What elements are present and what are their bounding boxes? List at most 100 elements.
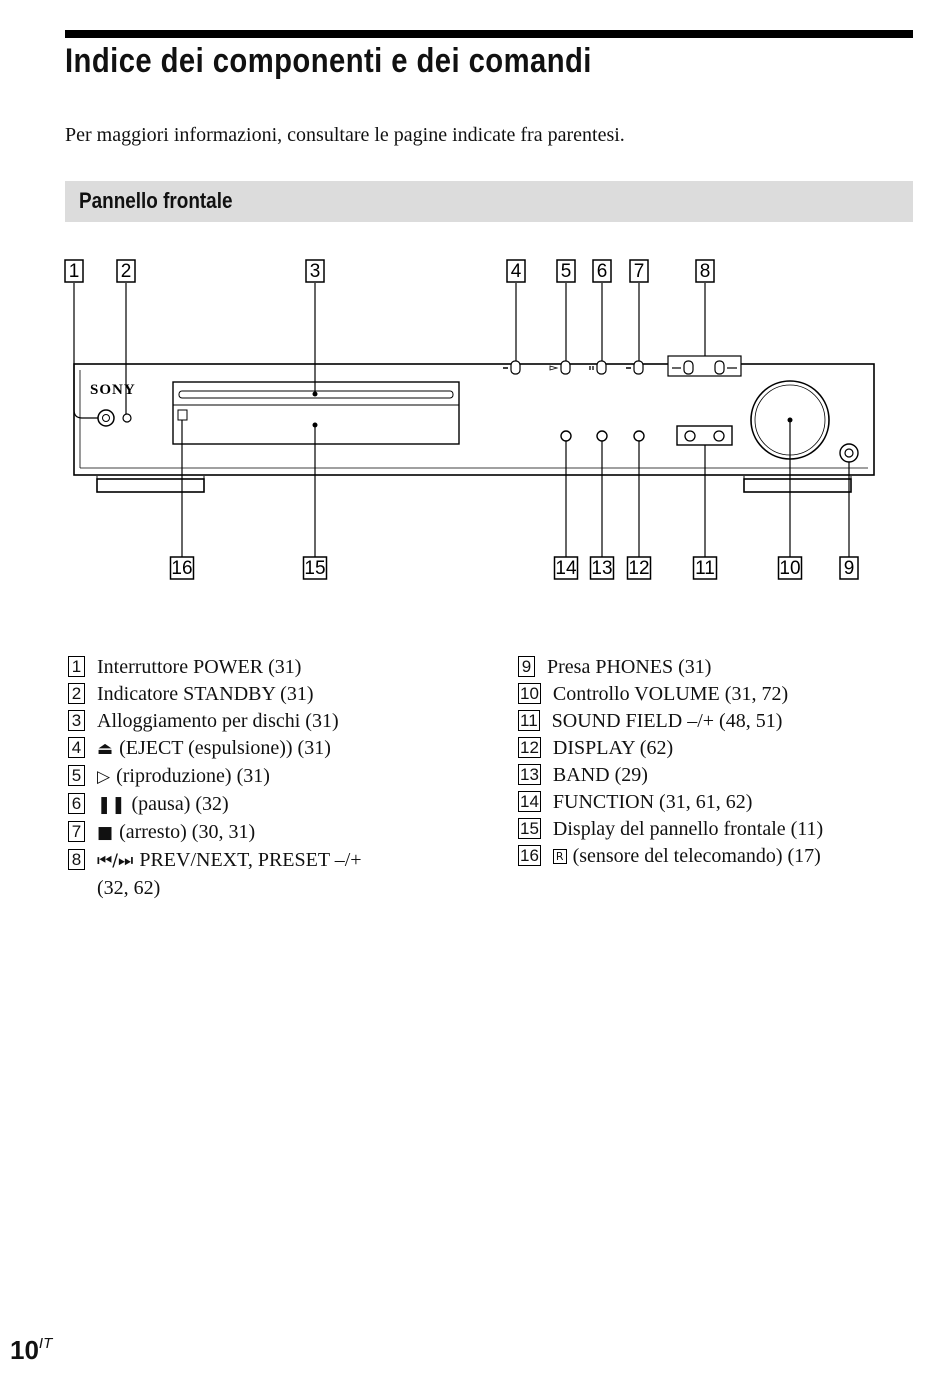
callout-label-7: 7 xyxy=(634,261,645,282)
legend-item-text: ▷(riproduzione) (31) xyxy=(97,763,488,791)
section-header: Pannello frontale xyxy=(65,181,913,222)
foot-right xyxy=(743,478,852,493)
legend-item-description: BAND (29) xyxy=(552,764,648,786)
power-button-center xyxy=(102,414,110,422)
leader-lines xyxy=(73,283,850,557)
legend-item-text: ❚❚(pausa) (32) xyxy=(97,791,488,819)
legend-item-15: 15 Display del pannello frontale (11) xyxy=(518,816,918,843)
legend-item-text: Presa PHONES (31) xyxy=(547,654,918,681)
legend-item-text: Interruttore POWER (31) xyxy=(97,654,488,681)
legend-item-text: R (sensore del telecomando) (17) xyxy=(552,843,918,870)
legend-number-badge: 14 xyxy=(518,791,541,812)
legend-item-1: 1 Interruttore POWER (31) xyxy=(68,654,488,681)
section-title: Pannello frontale xyxy=(79,188,233,213)
next-button[interactable] xyxy=(714,360,725,375)
play-button[interactable] xyxy=(560,360,571,375)
legend-item-description: Presa PHONES (31) xyxy=(547,656,712,678)
legend-item-description: (sensore del telecomando) (17) xyxy=(572,845,821,867)
callout-label-12: 12 xyxy=(628,558,649,579)
remote-sensor-icon: R xyxy=(552,849,567,864)
legend-item-description: (arresto) (30, 31) xyxy=(119,821,256,843)
standby-indicator xyxy=(122,413,132,423)
legend-item-description: SOUND FIELD –/+ (48, 51) xyxy=(551,710,783,732)
legend-number-badge: 5 xyxy=(68,765,85,786)
legend-item-8: 8⏮/⏭PREV/NEXT, PRESET –/+(32, 62) xyxy=(68,847,488,902)
remote-sensor xyxy=(177,409,188,421)
legend-number-badge: 7 xyxy=(68,821,85,842)
callout-label-3: 3 xyxy=(310,261,321,282)
stop-icon: ■ xyxy=(97,823,114,843)
callout-label-10: 10 xyxy=(779,558,800,579)
legend-item-text: ⏏(EJECT (espulsione)) (31) xyxy=(97,735,488,763)
legend-number-badge: 12 xyxy=(518,737,541,758)
function-button[interactable] xyxy=(560,430,572,442)
callout-box-4 xyxy=(506,259,526,283)
leader-dot-3 xyxy=(312,391,318,397)
intro-text: Per maggiori informazioni, consultare le… xyxy=(65,124,625,146)
legend-item-description: (pausa) (32) xyxy=(131,793,229,815)
legend-item-4: 4 ⏏(EJECT (espulsione)) (31) xyxy=(68,735,488,763)
callout-label-14: 14 xyxy=(555,558,577,579)
legend-number-badge: 9 xyxy=(518,656,535,677)
legend-item-description: (EJECT (espulsione)) (31) xyxy=(119,737,331,759)
legend-item-description: DISPLAY (62) xyxy=(552,737,674,759)
eject-icon: ⏏ xyxy=(97,739,114,759)
legend-item-description: FUNCTION (31, 61, 62) xyxy=(552,791,753,813)
legend-item-3: 3 Alloggiamento per dischi (31) xyxy=(68,708,488,735)
page-title: Indice dei componenti e dei comandi xyxy=(65,42,592,80)
prev-button[interactable] xyxy=(683,360,694,375)
band-button[interactable] xyxy=(596,430,608,442)
stop-button[interactable] xyxy=(633,360,644,375)
legend-item-6: 6❚❚(pausa) (32) xyxy=(68,791,488,819)
legend-number-badge: 15 xyxy=(518,818,541,839)
pause-button[interactable] xyxy=(596,360,607,375)
legend-item-7: 7 ■(arresto) (30, 31) xyxy=(68,819,488,847)
legend-number-badge: 8 xyxy=(68,849,85,870)
legend-item-text: Alloggiamento per dischi (31) xyxy=(97,708,488,735)
legend-item-text: FUNCTION (31, 61, 62) xyxy=(553,789,918,816)
callout-label-9: 9 xyxy=(844,558,855,579)
legend-number-badge: 1 xyxy=(68,656,85,677)
sound-field-minus-button[interactable] xyxy=(684,430,696,442)
legend-item-description: Indicatore STANDBY (31) xyxy=(97,683,314,705)
phones-jack-hole xyxy=(844,448,854,458)
callout-box-7 xyxy=(629,259,649,283)
legend-item-text: ■(arresto) (30, 31) xyxy=(97,819,488,847)
page-number-suffix: IT xyxy=(38,1335,53,1352)
page-number: 10IT xyxy=(10,1335,52,1366)
legend-item-text: DISPLAY (62) xyxy=(553,735,918,762)
legend-item-description: Alloggiamento per dischi (31) xyxy=(97,710,339,732)
callout-box-2 xyxy=(116,259,136,283)
callout-label-16: 16 xyxy=(171,558,192,579)
sony-logo: SONY xyxy=(90,382,136,398)
leader-line-1 xyxy=(73,283,98,419)
display-button[interactable] xyxy=(633,430,645,442)
callout-label-5: 5 xyxy=(561,261,572,282)
eject-button[interactable] xyxy=(510,360,521,375)
legend-item-12: 12 DISPLAY (62) xyxy=(518,735,918,762)
legend-item-13: 13 BAND (29) xyxy=(518,762,918,789)
sound-field-plus-button[interactable] xyxy=(713,430,725,442)
prev-next-icon: ⏮/⏭ xyxy=(97,851,134,871)
legend-item-text: SOUND FIELD –/+ (48, 51) xyxy=(552,708,918,735)
legend-item-text: Display del pannello frontale (11) xyxy=(553,816,918,843)
leader-dot-10 xyxy=(787,417,793,423)
legend-number-badge: 4 xyxy=(68,737,85,758)
legend-item-5: 5 ▷(riproduzione) (31) xyxy=(68,763,488,791)
top-rule xyxy=(65,30,913,38)
legend-item-description: Display del pannello frontale (11) xyxy=(552,818,824,840)
callout-box-3 xyxy=(305,259,325,283)
legend-number-badge: 13 xyxy=(518,764,541,785)
page-number-value: 10 xyxy=(10,1335,39,1365)
callout-label-11: 11 xyxy=(695,558,715,579)
legend-item-description: Controllo VOLUME (31, 72) xyxy=(552,683,789,705)
legend-number-badge: 3 xyxy=(68,710,85,731)
legend-item-text: Indicatore STANDBY (31) xyxy=(97,681,488,708)
callout-label-4: 4 xyxy=(511,261,522,282)
